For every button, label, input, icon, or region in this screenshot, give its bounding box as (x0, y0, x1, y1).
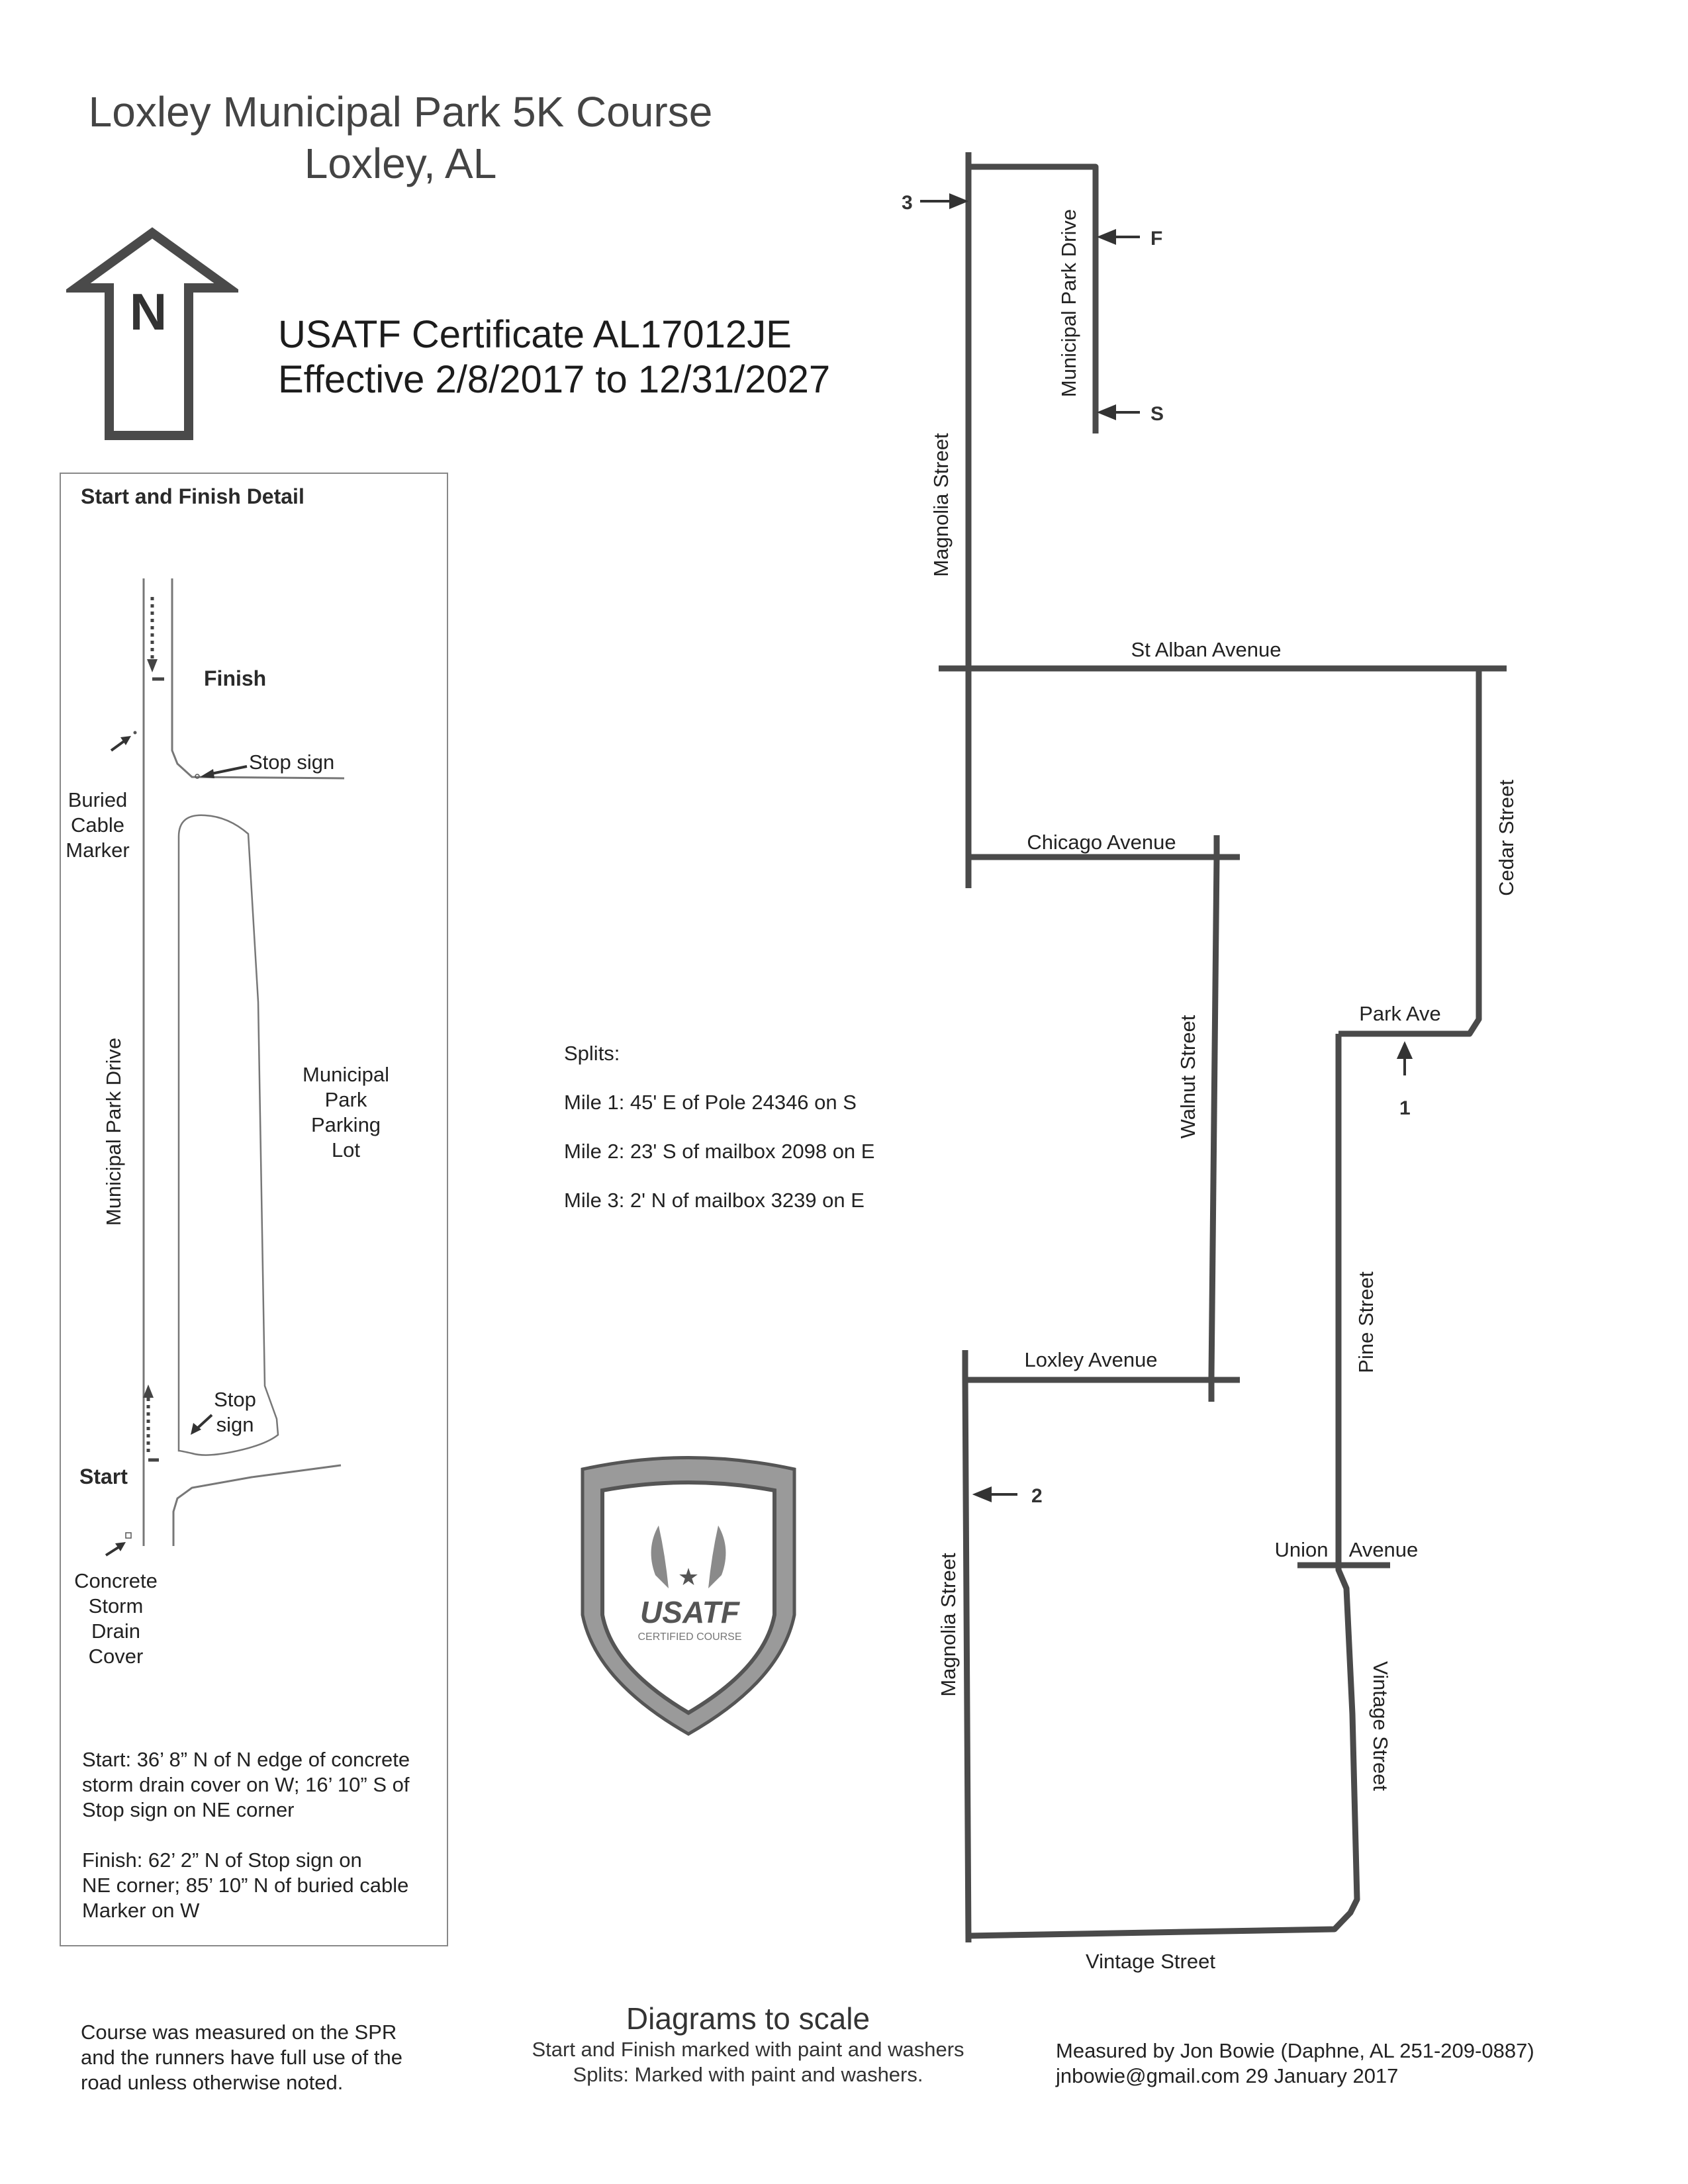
usatf-badge: ★ USATF CERTIFIED COURSE (581, 1456, 796, 1736)
union-label: Union (1275, 1538, 1329, 1561)
mile-2-marker: 2 (1031, 1485, 1043, 1507)
chicago-label: Chicago Avenue (1027, 831, 1176, 854)
scale-note: Diagrams to scale (626, 2001, 870, 2036)
finish-label: Finish (204, 666, 267, 690)
start-location-note: Start: 36’ 8” N of N edge of concrete st… (82, 1748, 410, 1821)
mile-3-marker: 3 (902, 192, 913, 214)
cert-effective: Effective 2/8/2017 to 12/31/2027 (278, 358, 831, 401)
mile-1-marker: 1 (1399, 1097, 1411, 1119)
magnolia-south-label: Magnolia Street (937, 1553, 960, 1697)
split-mile-2: Mile 2: 23' S of mailbox 2098 on E (564, 1140, 875, 1163)
detail-heading: Start and Finish Detail (81, 484, 305, 508)
avenue-label: Avenue (1349, 1538, 1419, 1561)
footer-note: Course was measured on the SPR and the r… (81, 2021, 402, 2094)
page-title: Loxley Municipal Park 5K Course Loxley, … (53, 86, 748, 189)
marking-note: Start and Finish marked with paint and w… (532, 2038, 964, 2061)
wing-right-icon (708, 1525, 726, 1588)
stop-sign-bottom-label: Stop sign (214, 1388, 256, 1436)
measurer-info: Measured by Jon Bowie (Daphne, AL 251-20… (1056, 2039, 1534, 2087)
split-mile-1: Mile 1: 45' E of Pole 24346 on S (564, 1091, 857, 1114)
vintage-street-v-label: Vintage Street (1369, 1661, 1392, 1791)
start-finish-detail-box (60, 473, 448, 1946)
park-ave-label: Park Ave (1359, 1002, 1441, 1025)
title-line-2: Loxley, AL (304, 140, 497, 187)
st-alban-label: St Alban Avenue (1131, 638, 1282, 661)
badge-brand: USATF (640, 1595, 741, 1629)
detail-diagram (105, 578, 345, 1557)
badge-subtitle: CERTIFIED COURSE (637, 1631, 741, 1643)
vintage-street-h-label: Vintage Street (1086, 1950, 1215, 1973)
cert-number: USATF Certificate AL17012JE (278, 313, 792, 356)
star-icon: ★ (678, 1563, 699, 1590)
start-marker: S (1150, 403, 1164, 425)
certificate-info: USATF Certificate AL17012JE Effective 2/… (278, 312, 830, 402)
municipal-park-drive-label: Municipal Park Drive (1057, 209, 1080, 397)
loxley-ave-label: Loxley Avenue (1024, 1348, 1157, 1371)
parking-lot-label: Municipal Park Parking Lot (303, 1063, 389, 1161)
north-arrow-icon: N (66, 227, 238, 440)
buried-cable-label: Buried Cable Marker (66, 788, 130, 862)
stop-sign-top-label: Stop sign (249, 751, 335, 774)
split-mile-3: Mile 3: 2' N of mailbox 3239 on E (564, 1189, 865, 1212)
finish-location-note: Finish: 62’ 2” N of Stop sign on NE corn… (82, 1848, 409, 1922)
start-label: Start (79, 1465, 128, 1488)
title-line-1: Loxley Municipal Park 5K Course (88, 88, 713, 136)
splits-marking-note: Splits: Marked with paint and washers. (573, 2063, 923, 2086)
walnut-label: Walnut Street (1176, 1015, 1199, 1138)
north-label: N (130, 283, 167, 341)
finish-marker: F (1150, 228, 1162, 250)
pine-label: Pine Street (1354, 1271, 1378, 1373)
splits-heading: Splits: (564, 1042, 620, 1065)
splits-list: Splits: Mile 1: 45' E of Pole 24346 on S… (564, 1041, 874, 1213)
storm-drain-label: Concrete Storm Drain Cover (74, 1569, 158, 1668)
magnolia-north-label: Magnolia Street (929, 433, 953, 577)
cedar-label: Cedar Street (1495, 780, 1518, 896)
footer-center: Diagrams to scale Start and Finish marke… (490, 2000, 1006, 2087)
wing-left-icon (651, 1525, 669, 1588)
